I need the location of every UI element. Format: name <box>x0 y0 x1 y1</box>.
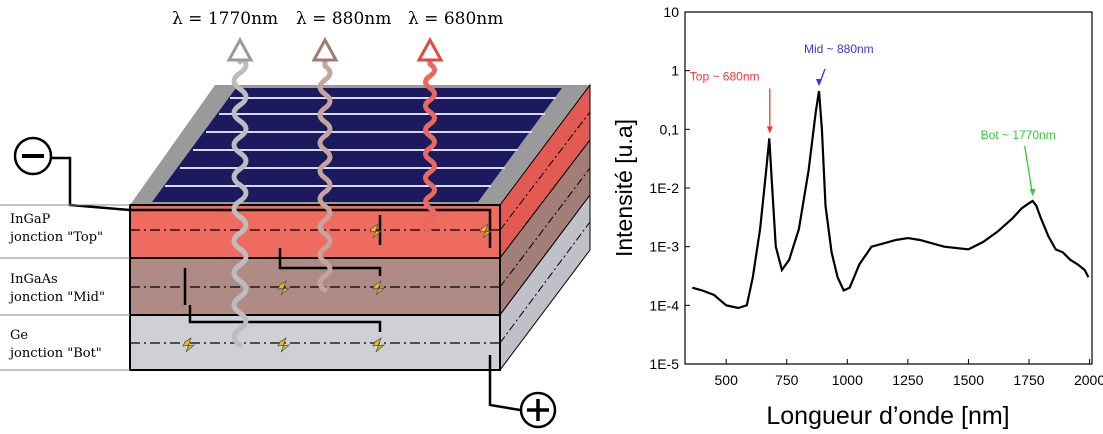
solar-cell-diagram: λ = 1770nm λ = 880nm λ = 680nm InGaP jon… <box>0 9 591 429</box>
y-axis-label: Intensité [u.a] <box>611 119 637 257</box>
solar-panel <box>152 88 562 202</box>
annotation-label: Bot ~ 1770nm <box>981 128 1056 142</box>
wave-880nm <box>317 59 333 293</box>
x-tick-label: 500 <box>715 372 739 388</box>
x-tick-label: 750 <box>775 372 799 388</box>
layer-top <box>129 204 501 259</box>
y-tick-label: 1E-3 <box>649 239 679 255</box>
layer-mid-junction: jonction "Mid" <box>8 290 105 305</box>
layer-mid-material: InGaAs <box>10 272 58 287</box>
y-tick-label: 1E-2 <box>649 180 679 196</box>
y-tick-label: 0,1 <box>660 121 680 137</box>
junction-dashed-lines <box>130 229 500 344</box>
photon-markers <box>182 222 493 353</box>
y-tick-label: 1E-5 <box>649 356 679 372</box>
wavelength-label-880: λ = 880nm <box>296 9 391 29</box>
layer-top-material: InGaP <box>10 212 51 227</box>
wave-680nm <box>423 59 437 235</box>
annotation-arrow-head-icon <box>766 126 773 134</box>
x-axis-ticks: 500 750 1000 1250 1500 1750 2000 <box>715 359 1103 388</box>
annotation-label: Mid ~ 880nm <box>804 42 874 56</box>
y-tick-label: 1E-4 <box>649 297 679 313</box>
x-tick-label: 1500 <box>953 372 984 388</box>
annotation-arrow-line <box>1024 145 1034 196</box>
layer-bot-material: Ge <box>10 328 28 343</box>
spectrum-chart: 10 1 0,1 1E-2 1E-3 1E-4 1E-5 500 750 1000 1250 150… <box>611 4 1103 430</box>
y-tick-label: 10 <box>663 4 679 20</box>
positive-terminal <box>519 391 557 429</box>
wavelength-label-680: λ = 680nm <box>408 9 503 29</box>
x-tick-label: 1750 <box>1013 372 1044 388</box>
arrow-880nm-icon <box>311 36 339 62</box>
annotation-arrow-head-icon <box>1029 189 1036 197</box>
y-tick-label: 1 <box>671 63 679 79</box>
layer-bot-junction: jonction "Bot" <box>8 346 102 361</box>
annotation-0: Top ~ 680nm <box>690 69 773 134</box>
y-axis-ticks: 10 1 0,1 1E-2 1E-3 1E-4 1E-5 <box>649 4 690 372</box>
annotation-label: Top ~ 680nm <box>690 69 760 83</box>
series-line <box>692 90 1090 310</box>
x-tick-label: 1000 <box>832 372 863 388</box>
wave-arrows <box>226 36 444 62</box>
layer-labels: InGaP jonction "Top" InGaAs jonction "Mi… <box>0 204 130 371</box>
x-tick-label: 1250 <box>892 372 923 388</box>
annotation-arrow-head-icon <box>815 79 822 87</box>
x-axis-label: Longueur d’onde [nm] <box>766 402 1009 430</box>
side-dashed-lines <box>499 111 591 344</box>
wavelength-label-1770: λ = 1770nm <box>172 9 278 29</box>
x-tick-label: 2000 <box>1074 372 1103 388</box>
arrow-1770nm-icon <box>226 36 254 62</box>
wave-1770nm <box>231 52 249 348</box>
negative-terminal <box>13 136 53 176</box>
annotation-2: Bot ~ 1770nm <box>981 128 1056 197</box>
annotation-1: Mid ~ 880nm <box>804 42 874 87</box>
plot-frame <box>684 11 1093 365</box>
arrow-680nm-icon <box>416 36 444 62</box>
layer-top-junction: jonction "Top" <box>8 230 103 245</box>
